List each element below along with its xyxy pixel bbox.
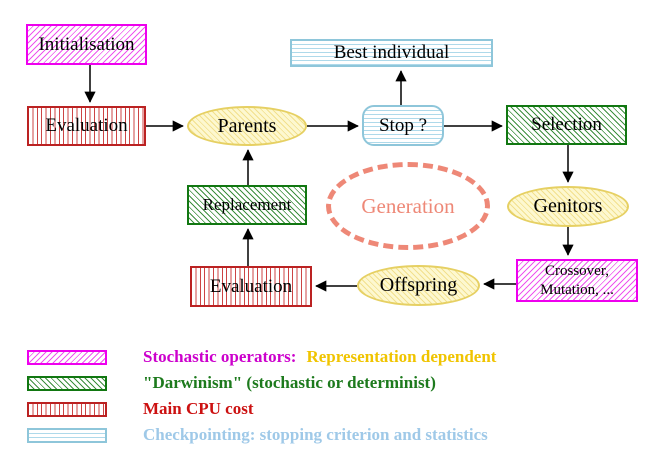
legend-label-darwinism: "Darwinism" (stochastic or determinist)	[143, 373, 436, 392]
node-crossover-line2: Mutation, ...	[540, 281, 614, 298]
legend-row-checkpointing: Checkpointing: stopping criterion and st…	[27, 425, 488, 445]
legend-row-stochastic-operators: Stochastic operators: Representation dep…	[27, 347, 496, 367]
node-stop-label: Stop ?	[378, 114, 428, 136]
legend-label-checkpointing: Checkpointing: stopping criterion and st…	[143, 425, 488, 444]
legend-label-stochastic-operators: Stochastic operators:	[143, 347, 297, 366]
node-evaluation-top: Evaluation	[27, 106, 146, 146]
node-replacement-label: Replacement	[202, 195, 292, 214]
legend-label-cpu-cost: Main CPU cost	[143, 399, 254, 418]
generation-loop-ellipse: Generation	[326, 162, 490, 250]
green-diagonal-hatch-swatch	[27, 375, 107, 391]
node-genitors-label: Genitors	[533, 195, 603, 217]
node-parents: Parents	[187, 106, 307, 146]
node-stop: Stop ?	[362, 105, 444, 146]
node-offspring: Offspring	[357, 265, 480, 306]
node-crossover-line1: Crossover,	[545, 262, 609, 279]
node-selection-label: Selection	[531, 114, 602, 135]
red-vertical-stripes-swatch	[27, 401, 107, 417]
node-best-individual-label: Best individual	[333, 42, 450, 63]
node-initialisation: Initialisation	[26, 24, 147, 65]
node-parents-label: Parents	[217, 114, 277, 137]
node-best-individual: Best individual	[290, 39, 493, 67]
legend-row-darwinism: "Darwinism" (stochastic or determinist)	[27, 373, 436, 393]
generation-loop-label: Generation	[361, 193, 455, 218]
node-initialisation-label: Initialisation	[38, 33, 135, 55]
node-genitors: Genitors	[507, 186, 629, 227]
node-replacement: Replacement	[187, 185, 307, 225]
node-crossover-mutation: Crossover, Mutation, ...	[516, 259, 638, 302]
node-selection: Selection	[506, 105, 627, 145]
node-evaluation-top-label: Evaluation	[45, 115, 128, 136]
node-offspring-label: Offspring	[379, 274, 458, 296]
node-evaluation-bottom-label: Evaluation	[209, 275, 293, 297]
legend-row-cpu-cost: Main CPU cost	[27, 399, 253, 419]
cyan-horizontal-stripes-swatch	[27, 427, 107, 443]
node-evaluation-bottom: Evaluation	[190, 266, 312, 307]
legend-label-representation-dependent: Representation dependent	[306, 347, 497, 366]
magenta-diagonal-hatch-swatch	[27, 349, 107, 365]
